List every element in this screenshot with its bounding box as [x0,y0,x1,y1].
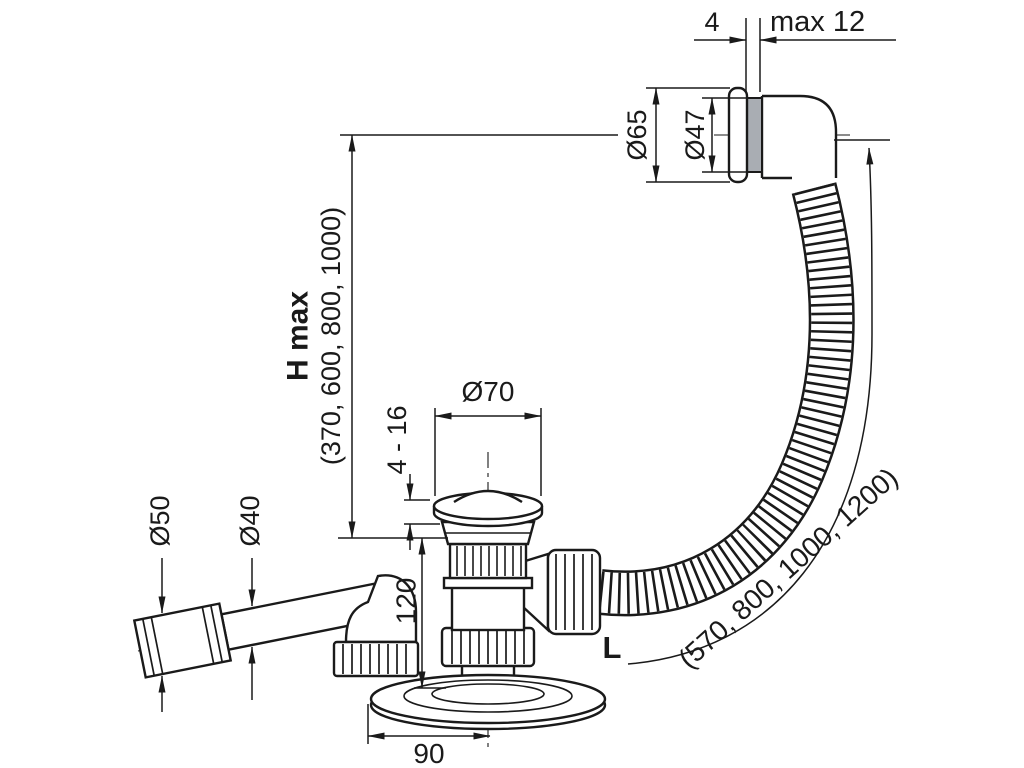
hose-nut-ribs [555,554,593,630]
dim-d70 [434,408,542,496]
dim-h-max [338,134,618,539]
dim-4-16 [404,474,440,550]
dim-90 [367,704,491,744]
dim-120 [414,537,446,689]
pipe-connector-sleeve [132,602,233,679]
strainer-basket [448,542,528,580]
plug-dome [453,489,523,504]
overflow-inner-diameter-label: Ø47 [680,109,710,160]
strainer-lip [442,576,534,590]
strainer-grate [456,546,522,576]
overflow-cap-flange [727,86,749,184]
plug-range-label: 4 - 16 [382,405,412,474]
dim-120-label: 120 [391,578,422,625]
overflow-gasket [745,97,763,173]
drain-body [450,584,526,632]
h-max-values-label: (370, 600, 800, 1000) [316,207,346,465]
lock-nut-ribs [451,630,525,664]
flexible-hose [597,182,855,617]
dim-90-label: 90 [413,738,444,768]
sleeve-diameter-label: Ø50 [145,495,175,546]
side-outlet-pipe [132,574,420,679]
max-12-label: max 12 [770,6,865,38]
connector-rings [141,605,224,676]
base-flange [369,673,607,731]
plug-diameter-label: Ø70 [462,376,515,407]
dim-d65 [646,87,730,183]
dimension-lines [158,18,896,744]
drain-plug [432,489,544,528]
hose-length-label: L [603,630,622,665]
overflow-elbow-body [762,96,836,178]
dim-4-max12 [694,18,896,92]
dim-4-label: 4 [704,7,719,37]
drain-assembly [132,489,607,731]
overflow-outer-diameter-label: Ø65 [622,109,652,160]
outlet-nut-ribs [342,644,407,674]
overflow-assembly [727,86,838,184]
dim-d47 [702,97,746,173]
pipe-diameter-label: Ø40 [235,495,265,546]
h-max-label: H max [282,291,315,381]
dim-hose-length [627,139,890,665]
